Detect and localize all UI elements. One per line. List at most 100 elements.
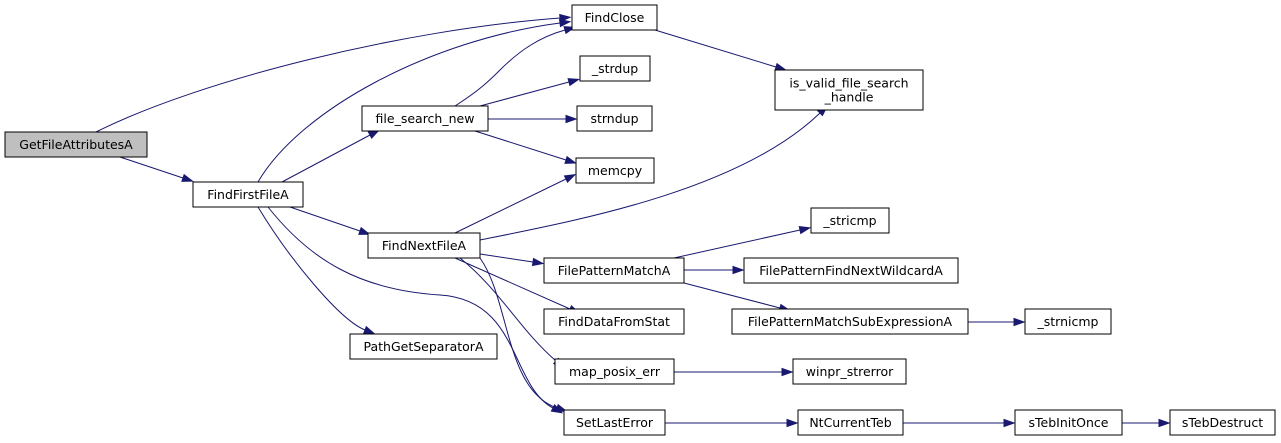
edge-file-pattern-match-a-to-file-pattern-find-next-wildcard-a <box>684 265 745 275</box>
edge-file-search-new-to-strndup <box>488 114 578 124</box>
edge-get-file-attributes-a-to-find-close <box>95 13 572 133</box>
node-box <box>554 358 675 385</box>
node-label: FilePatternMatchSubExpressionA <box>748 314 953 329</box>
arrowhead <box>362 325 376 335</box>
node-label: sTebInitOnce <box>1029 415 1109 430</box>
node-strnicmp[interactable]: _strnicmp <box>1024 308 1112 335</box>
node-file-pattern-find-next-wildcard-a[interactable]: FilePatternFindNextWildcardA <box>743 257 959 284</box>
node-box <box>797 409 904 436</box>
node-map-posix-err[interactable]: map_posix_err <box>554 358 675 385</box>
edge-find-first-file-a-to-find-close <box>257 18 572 183</box>
node-set-last-error[interactable]: SetLastError <box>563 409 666 436</box>
node-label: _strdup <box>591 61 638 76</box>
node-label: sTebDestruct <box>1182 415 1263 430</box>
node-label: winpr_strerror <box>806 364 894 379</box>
node-get-file-attributes-a[interactable]: GetFileAttributesA <box>4 131 148 158</box>
node-stricmp[interactable]: _stricmp <box>810 207 890 234</box>
arrowhead <box>781 367 794 377</box>
node-box <box>1169 409 1276 436</box>
edge-set-last-error-to-nt-current-teb <box>665 418 799 428</box>
arrowhead <box>567 78 581 87</box>
arrowhead <box>563 173 577 183</box>
node-box <box>743 257 959 284</box>
node-box <box>731 308 969 335</box>
node-label: FilePatternFindNextWildcardA <box>759 263 943 278</box>
node-is-valid-file-search-handle[interactable]: is_valid_file_search_handle <box>774 69 924 111</box>
node-label: SetLastError <box>576 415 654 430</box>
arrowhead <box>1013 317 1026 327</box>
edge-file-pattern-match-a-to-stricmp <box>673 226 812 259</box>
node-box <box>579 55 651 82</box>
node-find-close[interactable]: FindClose <box>571 4 658 31</box>
node-memcpy[interactable]: memcpy <box>575 157 655 184</box>
node-label: PathGetSeparatorA <box>364 339 484 354</box>
node-box <box>367 232 481 259</box>
arrowhead <box>1158 418 1171 428</box>
node-file-pattern-match-sub-expression-a[interactable]: FilePatternMatchSubExpressionA <box>731 308 969 335</box>
node-box <box>576 105 653 132</box>
arrowhead <box>181 173 194 182</box>
node-label: FilePatternMatchA <box>558 263 671 278</box>
node-label: _handle <box>824 90 874 105</box>
node-box <box>543 257 685 284</box>
arrowhead <box>358 226 371 235</box>
node-strndup[interactable]: strndup <box>576 105 653 132</box>
node-label: memcpy <box>588 163 643 178</box>
node-box <box>1014 409 1123 436</box>
node-label: _strnicmp <box>1037 314 1099 329</box>
arrowhead <box>786 418 799 428</box>
node-file-search-new[interactable]: file_search_new <box>361 105 489 132</box>
node-winpr-strerror[interactable]: winpr_strerror <box>792 358 907 385</box>
arrowhead <box>564 155 577 164</box>
node-path-get-separator-a[interactable]: PathGetSeparatorA <box>349 333 498 360</box>
node-strdup[interactable]: _strdup <box>579 55 651 82</box>
edge-find-first-file-a-to-find-next-file-a <box>289 206 371 235</box>
edge-find-next-file-a-to-memcpy <box>454 173 577 234</box>
node-label: FindFirstFileA <box>207 187 289 202</box>
edges-layer <box>95 13 1171 428</box>
arrowhead <box>798 226 812 235</box>
node-label: file_search_new <box>376 111 475 126</box>
node-label: _stricmp <box>822 213 876 228</box>
nodes-layer: GetFileAttributesA FindCloseFindFirstFile… <box>4 4 1276 436</box>
arrowhead <box>774 62 788 71</box>
arrowhead <box>558 18 572 28</box>
node-label: GetFileAttributesA <box>19 137 133 152</box>
node-box <box>792 358 907 385</box>
node-box <box>774 69 924 111</box>
node-box <box>810 207 890 234</box>
node-file-pattern-match-a[interactable]: FilePatternMatchA <box>543 257 685 284</box>
node-label: FindDataFromStat <box>558 314 670 329</box>
edge-find-close-to-is-valid-file-search-handle <box>654 29 788 71</box>
node-find-first-file-a[interactable]: FindFirstFileA <box>192 181 304 208</box>
arrowhead <box>565 114 578 124</box>
node-label: FindNextFileA <box>382 238 467 253</box>
node-nt-current-teb[interactable]: NtCurrentTeb <box>797 409 904 436</box>
arrowhead <box>1003 418 1016 428</box>
edge-file-pattern-match-a-to-file-pattern-match-sub-expression-a <box>683 282 792 312</box>
node-label: is_valid_file_search <box>789 76 908 91</box>
edge-file-search-new-to-find-close <box>454 26 577 107</box>
edge-file-pattern-match-sub-expression-a-to-strnicmp <box>968 317 1026 327</box>
edge-file-search-new-to-strdup <box>479 78 581 107</box>
node-find-data-from-stat[interactable]: FindDataFromStat <box>543 308 685 335</box>
node-s-teb-init-once[interactable]: sTebInitOnce <box>1014 409 1123 436</box>
node-box <box>349 333 498 360</box>
edge-map-posix-err-to-winpr-strerror <box>674 367 794 377</box>
node-box <box>571 4 658 31</box>
edge-get-file-attributes-a-to-find-first-file-a <box>119 156 194 182</box>
edge-find-first-file-a-to-path-get-separator-a <box>257 206 376 335</box>
node-label: NtCurrentTeb <box>809 415 891 430</box>
arrowhead <box>732 265 745 275</box>
node-s-teb-destruct[interactable]: sTebDestruct <box>1169 409 1276 436</box>
edge-find-first-file-a-to-file-search-new <box>281 129 381 183</box>
node-label: FindClose <box>585 10 645 25</box>
edge-file-search-new-to-memcpy <box>474 130 577 164</box>
node-label: strndup <box>590 111 638 126</box>
node-box <box>361 105 489 132</box>
edge-nt-current-teb-to-s-teb-init-once <box>903 418 1016 428</box>
node-box <box>192 181 304 208</box>
node-find-next-file-a[interactable]: FindNextFileA <box>367 232 481 259</box>
node-box <box>1024 308 1112 335</box>
